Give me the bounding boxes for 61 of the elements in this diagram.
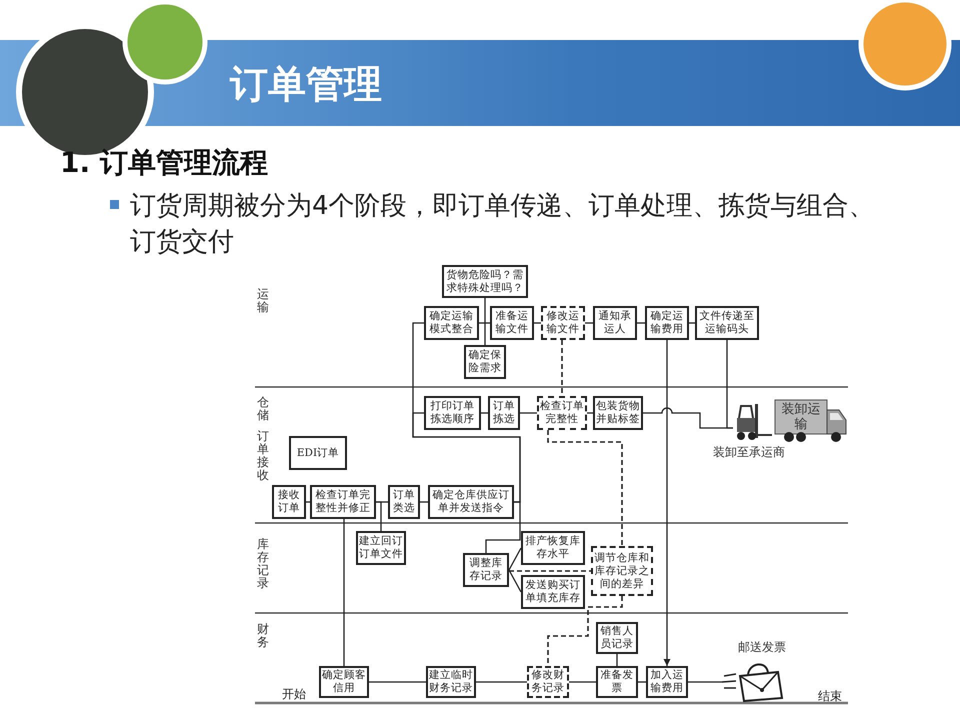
process-box: 打印订单拣选顺序 bbox=[424, 396, 481, 430]
process-box: 修改财务记录 bbox=[527, 666, 569, 698]
process-box: 确定保险需求 bbox=[464, 345, 506, 379]
process-box: 检查订单完整性 bbox=[537, 396, 587, 430]
process-box: 包装货物并贴标签 bbox=[593, 396, 643, 430]
connector-line bbox=[343, 519, 345, 666]
connector-line bbox=[376, 501, 382, 531]
connector-line bbox=[476, 681, 527, 683]
connector-line bbox=[479, 322, 490, 324]
process-box: 确定仓库供应订单并发送指令 bbox=[428, 485, 514, 519]
connector-line bbox=[484, 298, 486, 345]
picture-caption: 邮送发票 bbox=[738, 640, 786, 655]
connector-line bbox=[616, 654, 618, 666]
process-box: 建立临时财务记录 bbox=[426, 666, 476, 698]
process-box: 确定运输模式整合 bbox=[424, 306, 479, 340]
connector-line bbox=[547, 596, 623, 666]
start-label: 开始 bbox=[282, 686, 306, 703]
connector-line bbox=[643, 407, 733, 429]
lane-label: 财务 bbox=[257, 623, 270, 649]
process-box: 销售人员记录 bbox=[596, 622, 638, 654]
connector-line bbox=[509, 570, 591, 572]
connector-line bbox=[508, 548, 522, 570]
process-box: 订单拣选 bbox=[488, 396, 520, 430]
process-box: 订单类选 bbox=[388, 485, 420, 519]
process-box: 调整库存记录 bbox=[463, 553, 509, 587]
connector-line bbox=[412, 412, 521, 503]
process-box: 准备发票 bbox=[596, 666, 638, 698]
connector-line bbox=[547, 430, 623, 546]
process-box: 接收订单 bbox=[272, 485, 306, 519]
connector-line bbox=[569, 681, 596, 683]
connector-line bbox=[485, 501, 521, 553]
lane-label: 仓储 bbox=[257, 396, 270, 422]
connector-line bbox=[561, 340, 563, 396]
process-box: 货物危险吗？需求特殊处理吗？ bbox=[442, 265, 528, 298]
arrow bbox=[664, 340, 670, 666]
process-box: 检查订单完整性并修正 bbox=[310, 485, 376, 519]
process-box: 修改运输文件 bbox=[541, 306, 585, 340]
process-box: 建立回订订单文件 bbox=[356, 531, 406, 565]
connector-line bbox=[520, 412, 537, 414]
connector-line bbox=[508, 570, 522, 592]
slide-title: 订单管理 bbox=[230, 61, 382, 108]
process-box: 加入运输费用 bbox=[646, 666, 688, 698]
section-heading: 1. 订单管理流程 bbox=[60, 145, 268, 181]
process-box: 调节仓库和库存记录之间的差异 bbox=[591, 546, 653, 596]
lane-label: 订单接收 bbox=[257, 430, 270, 482]
process-box: 确定运输费用 bbox=[645, 306, 689, 340]
process-box: 确定顾客信用 bbox=[319, 666, 369, 698]
connector-line bbox=[369, 681, 426, 683]
process-box: 发送购买订单填充库存 bbox=[521, 575, 585, 609]
process-box: 排产恢复库存水平 bbox=[521, 531, 585, 565]
end-label: 结束 bbox=[818, 688, 842, 705]
picture-caption: 装卸至承运商 bbox=[713, 445, 785, 460]
bullet-text: 订货周期被分为4个阶段，即订单传递、订单处理、拣货与组合、订货交付 bbox=[130, 190, 876, 259]
process-box: 准备运输文件 bbox=[490, 306, 534, 340]
lane-label: 库存记录 bbox=[257, 538, 270, 590]
lane-label: 运输 bbox=[257, 288, 270, 314]
connector-line bbox=[688, 681, 722, 683]
process-box: 通知承运人 bbox=[593, 306, 637, 340]
process-box: 文件传递至运输码头 bbox=[695, 306, 759, 340]
drawing-label: 装卸运输 bbox=[780, 402, 822, 432]
process-box: EDI订单 bbox=[289, 436, 347, 470]
